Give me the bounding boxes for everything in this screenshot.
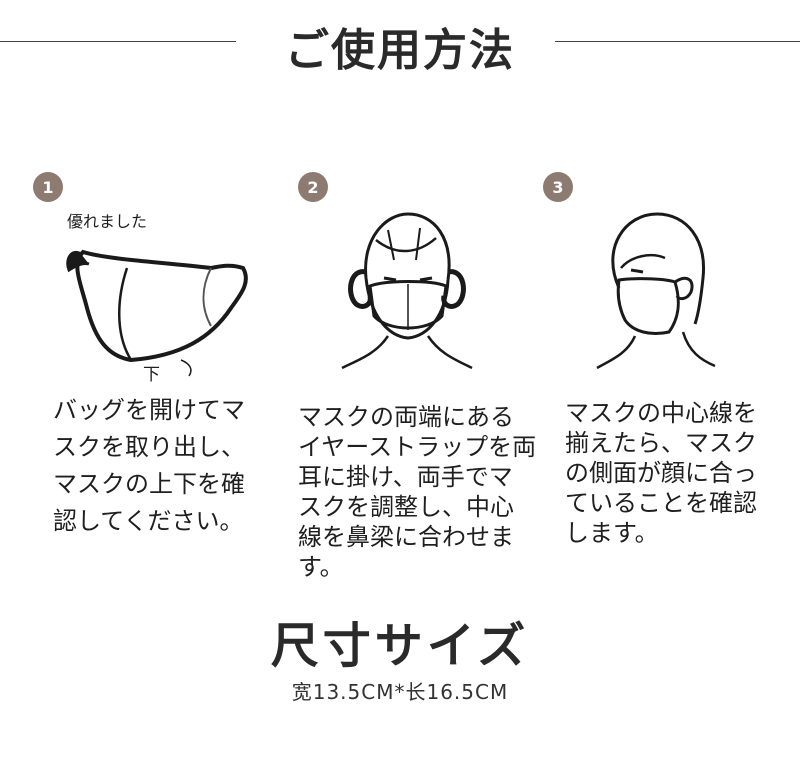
header-rule-left bbox=[0, 41, 236, 42]
size-title: 尺寸サイズ bbox=[270, 618, 530, 674]
step-number-badge: 3 bbox=[543, 172, 573, 202]
step-2-description: マスクの両端にある イヤーストラップを両 耳に掛け、両手でマ スクを調整し、中心… bbox=[298, 403, 537, 581]
step-2: 2 マスクの両端にある イヤーストラップを両 耳に掛け、両手でマ スクを調整し、… bbox=[298, 172, 548, 581]
face-wearing-mask-icon bbox=[341, 212, 473, 370]
step-number-badge: 1 bbox=[33, 172, 63, 202]
step-1-note-bottom: 下 bbox=[143, 365, 160, 385]
mask-illustration-icon bbox=[66, 249, 248, 377]
usage-header: ご使用方法 bbox=[0, 0, 800, 90]
step-3-description: マスクの中心線を 揃えたら、マスク の側面が顔に合っ ていることを確認 します。 bbox=[565, 399, 757, 547]
step-3: 3 マスクの中心線を 揃えたら、マスク の側面が顔に合っ ていることを確認 しま… bbox=[543, 172, 793, 572]
step-1-description: バッグを開けてマ スクを取り出し、 マスクの上下を確 認してください。 bbox=[53, 396, 245, 535]
page-title: ご使用方法 bbox=[285, 25, 515, 76]
size-dimensions: 宽13.5CM*长16.5CM bbox=[291, 680, 509, 704]
header-rule-right bbox=[555, 41, 800, 42]
face-profile-mask-icon bbox=[596, 212, 716, 370]
step-1: 1 優れました 下 バッグを開けてマ スクを取り出し、 マスクの上下を確 認して… bbox=[33, 172, 283, 572]
step-1-note-top: 優れました bbox=[67, 212, 148, 231]
step-number-badge: 2 bbox=[298, 172, 328, 202]
